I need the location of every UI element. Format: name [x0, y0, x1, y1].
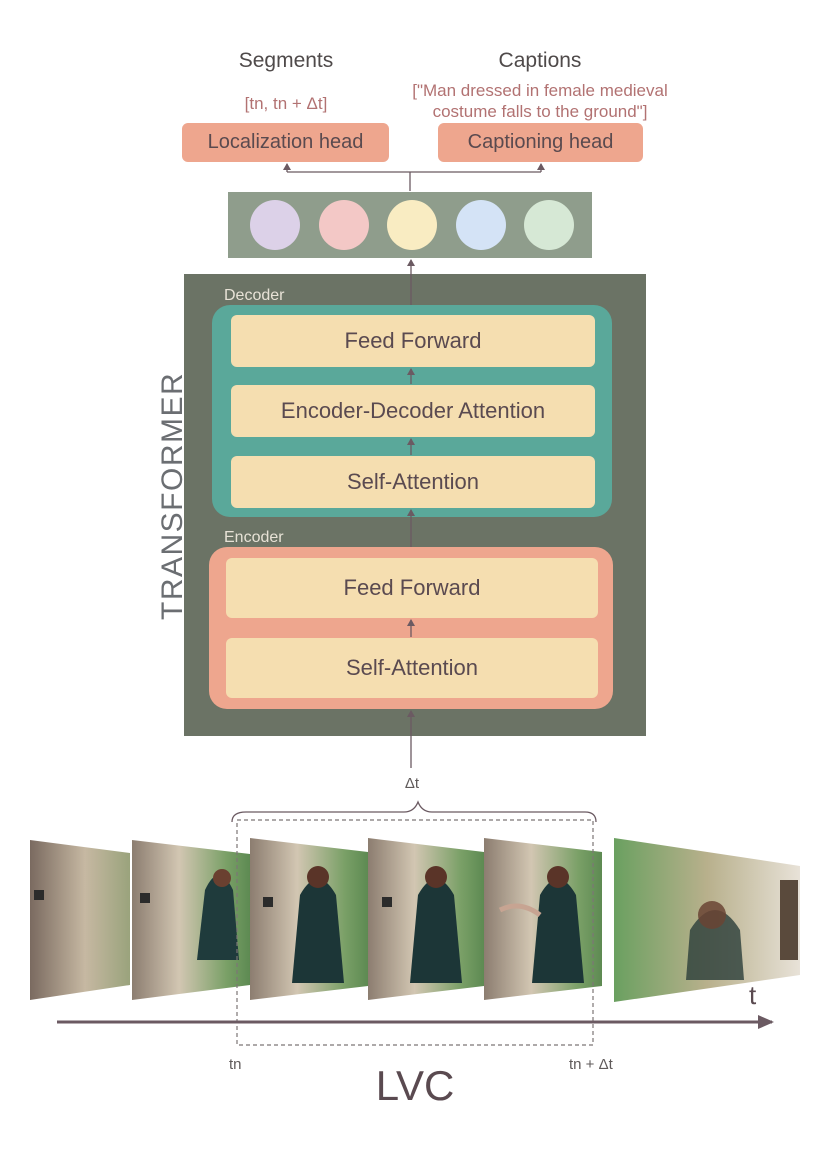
decoder-label: Decoder: [224, 287, 285, 304]
video-frame-5: [484, 838, 602, 1000]
token-5: [524, 200, 574, 250]
output-connector: [283, 163, 545, 191]
video-frame-6: [614, 838, 800, 1002]
token-3: [387, 200, 437, 250]
video-frame-4: [368, 838, 484, 1000]
delta-t-bracket: [231, 800, 597, 823]
encoder-feed-forward: Feed Forward: [226, 558, 598, 618]
lvc-title: LVC: [375, 1062, 455, 1109]
video-frame-1: [30, 840, 130, 1000]
video-frame-2: [132, 840, 250, 1000]
encoder-self-attention: Self-Attention: [226, 638, 598, 698]
query-token-strip: [228, 192, 592, 258]
localization-head: Localization head: [182, 123, 389, 162]
token-2: [319, 200, 369, 250]
segments-heading: Segments: [238, 49, 334, 72]
caption-line-1: ["Man dressed in female medieval: [412, 81, 668, 100]
decoder-self-attention: Self-Attention: [231, 456, 595, 508]
token-1: [250, 200, 300, 250]
caption-line-2: costume falls to the ground"]: [432, 102, 648, 121]
captioning-head: Captioning head: [438, 123, 643, 162]
encoder-label: Encoder: [224, 529, 284, 546]
start-time-label: tn: [229, 1056, 242, 1073]
decoder-encoder-decoder-attention: Encoder-Decoder Attention: [231, 385, 595, 437]
captions-heading: Captions: [498, 49, 582, 72]
delta-t-label: Δt: [404, 774, 420, 792]
decoder-feed-forward: Feed Forward: [231, 315, 595, 367]
video-frame-3: [250, 838, 368, 1000]
time-axis-label: t: [749, 980, 757, 1010]
end-time-label: tn + Δt: [569, 1056, 613, 1073]
token-4: [456, 200, 506, 250]
selected-window: [236, 819, 594, 1046]
segments-value: [tn, tn + Δt]: [244, 93, 328, 113]
video-frames: [30, 838, 800, 1002]
